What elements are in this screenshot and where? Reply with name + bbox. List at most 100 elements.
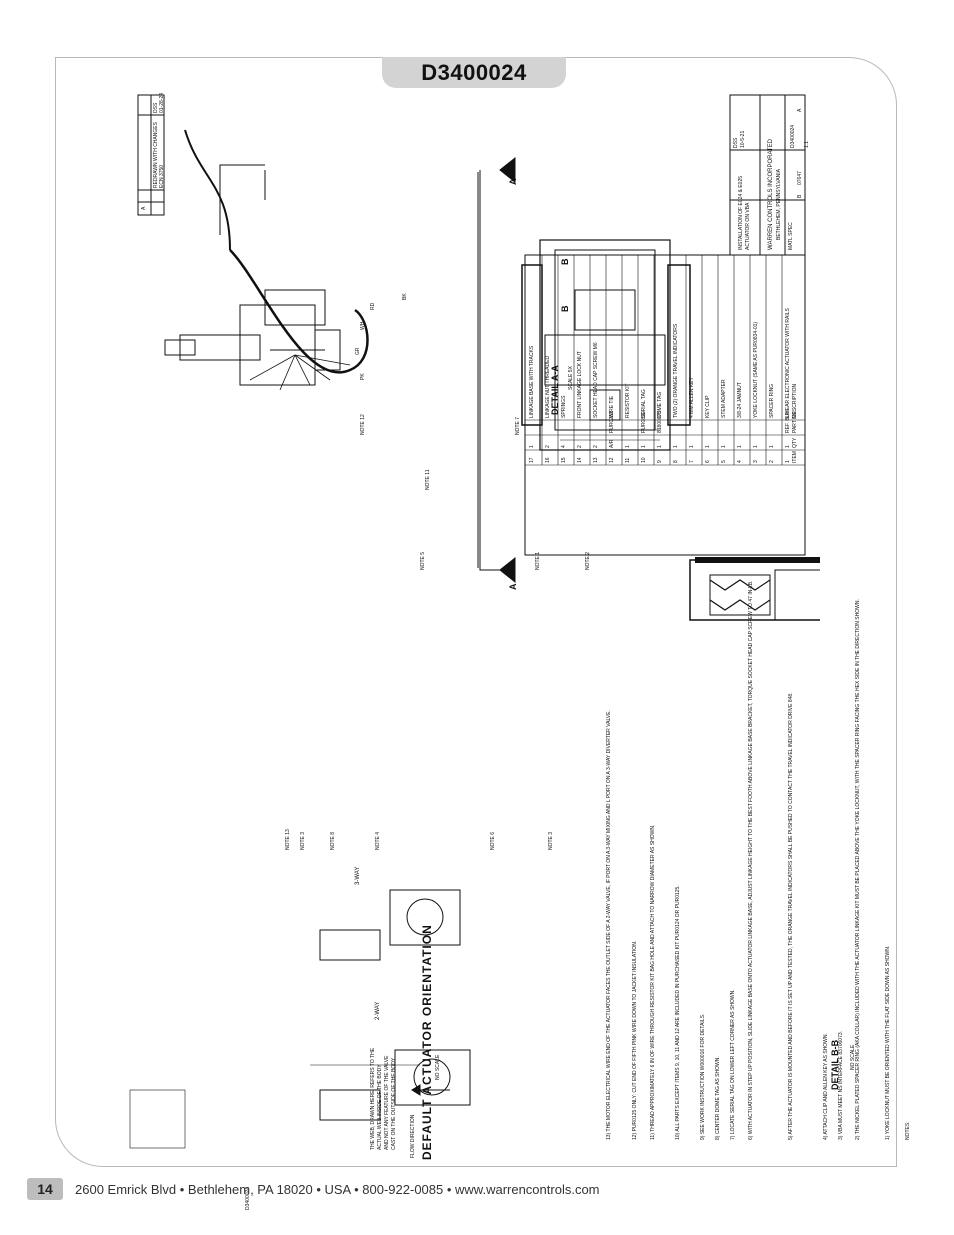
wire-label-rd: RD (370, 302, 376, 310)
part-description: YOKE LOCKNUT (SAME AS PUR0834-01) (753, 321, 759, 418)
three-way-label: 3-WAY (355, 866, 361, 885)
note-10: 10) ALL PARTS EXCEPT ITEMS 9, 10, 11 AND… (675, 885, 681, 1140)
title-block-frame (729, 94, 806, 256)
part-description: RESISTOR KIT (625, 383, 631, 418)
part-description: SOCKET HEAD CAP SCREW M6 (593, 342, 599, 418)
part-description: SERIAL TAG (641, 389, 647, 418)
flow-direction-label: FLOW DIRECTION (410, 1114, 416, 1158)
title-company-sub: BETHLEHEM, PENNSYLVANIA (776, 169, 782, 240)
note-8: 8) CENTER DOME TAG AS SHOWN. (715, 1056, 721, 1140)
part-qty: 1 (769, 445, 775, 448)
note-3: 3) VBA MUST MEET NS INTERFACE 83706073. (838, 1030, 844, 1140)
callout-note-6: NOTE 6 (490, 831, 496, 850)
title-drawn-by: DSS (733, 137, 739, 148)
parts-header-item: ITEM (792, 451, 798, 463)
part-item-no: 13 (593, 457, 599, 463)
title-drawing-2: ACTUATOR ON VBA (745, 202, 751, 250)
part-qty: 1 (753, 445, 759, 448)
web-note-3: AND NOT ANY FEATURE OF THE VALVE (384, 1055, 390, 1150)
part-item-no: 10 (641, 457, 647, 463)
part-item-no: 2 (769, 460, 775, 463)
parts-header-qty: QTY (792, 437, 798, 448)
title-scale: 1:1 (804, 141, 810, 148)
wire-label-pk: PK (360, 373, 366, 380)
part-qty: 1 (785, 445, 791, 448)
web-note-4: CAST ON THE OUTSIDE OF THE BODY. (391, 1057, 397, 1150)
callout-note-3b: NOTE 3 (548, 831, 554, 850)
section-b-label-1: B (560, 305, 570, 313)
note-4: 4) ATTACH CLIP AND ALLEN KEY AS SHOWN. (823, 1033, 829, 1140)
part-description: STEM ADAPTER (721, 379, 727, 418)
part-item-no: 3 (753, 460, 759, 463)
callout-note-1: NOTE 1 (535, 551, 541, 570)
parts-header-desc: DESCRIPTION (792, 383, 798, 418)
parts-list-frame (524, 254, 806, 556)
part-item-no: 9 (657, 460, 663, 463)
note-13-callout: NOTE 13 (285, 829, 291, 850)
wire-label-gr: GR (355, 347, 361, 356)
section-a-label-2: A (508, 178, 518, 186)
part-qty: 1 (641, 445, 647, 448)
part-description: KEY CLIP (705, 395, 711, 418)
note-9: 9) SEE WORK INSTRUCTION W000016 FOR DETA… (700, 1013, 706, 1140)
part-description: LINKAGE BASE WITH TRACKS (529, 345, 535, 418)
engineering-drawing: DEFAULT ACTUATOR ORIENTATION NO SCALE 2-… (120, 90, 911, 1210)
note-13: 13) THE MOTOR ELECTRICAL WIRE END OF THE… (606, 710, 612, 1140)
page-frame (55, 57, 897, 1167)
page-footer: 14 2600 Emrick Blvd • Bethlehem, PA 1802… (27, 1178, 600, 1200)
page-number-badge: 14 (27, 1178, 63, 1200)
rev-row: A (141, 206, 147, 210)
title-dwg-no: D3400024 (790, 124, 796, 148)
part-qty: 1 (705, 445, 711, 448)
part-description: LINKAGE NUT THREADED (545, 355, 551, 418)
wire-label-wh: WH (360, 321, 366, 330)
part-qty: 2 (593, 445, 599, 448)
part-item-no: 7 (689, 460, 695, 463)
part-item-no: 17 (529, 457, 535, 463)
part-item-no: 5 (721, 460, 727, 463)
title-company: WARREN CONTROLS INCORPORATED (768, 138, 774, 250)
title-rev: A (797, 108, 803, 112)
part-item-no: 4 (737, 460, 743, 463)
callout-note-11: NOTE 11 (425, 469, 431, 490)
part-description: TWO (2) ORANGE TRAVEL INDICATORS (673, 323, 679, 418)
part-qty: A/R (609, 439, 615, 448)
section-b-label-2: B (560, 258, 570, 266)
title-drawn-date: 10-5-21 (740, 130, 746, 148)
part-description: FRONT LINKAGE LOCK NUT (577, 351, 583, 418)
part-qty: 1 (657, 445, 663, 448)
part-description: WIRE TIE (609, 395, 615, 418)
part-qty: 1 (673, 445, 679, 448)
section-a-label-1: A (508, 583, 518, 591)
notes-header: NOTES: (905, 1121, 911, 1140)
part-item-no: 15 (561, 457, 567, 463)
part-item-no: 16 (545, 457, 551, 463)
callout-note-5: NOTE 5 (420, 551, 426, 570)
note-11: 11) THREAD APPROXIMATELY 6 IN OF WIRE TH… (650, 824, 656, 1140)
rev-ecn: ECN 3750 (159, 164, 165, 188)
title-size: B (797, 194, 803, 198)
part-item-no: 1 (785, 460, 791, 463)
part-qty: 1 (689, 445, 695, 448)
callout-note-8: NOTE 8 (330, 831, 336, 850)
part-item-no: 8 (673, 460, 679, 463)
part-description: DOME TAG (657, 391, 663, 418)
callout-note-4: NOTE 4 (375, 831, 381, 850)
footer-address: 2600 Emrick Blvd • Bethlehem, PA 18020 •… (75, 1181, 600, 1197)
default-orientation-title: DEFAULT ACTUATOR ORIENTATION (420, 924, 434, 1160)
callout-note-3: NOTE 3 (300, 831, 306, 850)
note-6: 6) WITH ACTUATOR IN STEP UP POSITION, SL… (748, 580, 754, 1141)
callout-note-7: NOTE 7 (515, 416, 521, 435)
part-qty: 2 (577, 445, 583, 448)
web-note-1: THE WEB, DRAWN HERE, REFERS TO THE (370, 1047, 376, 1150)
wire-label-bk: BK (402, 293, 408, 300)
note-12: 12) PUR0125 ONLY: CUT END OF FIFTH PINK … (632, 940, 638, 1140)
page-title: D3400024 (421, 59, 527, 85)
part-qty: 4 (561, 445, 567, 448)
callout-note-2: NOTE 2 (585, 551, 591, 570)
note-1: 1) YOKE LOCKNUT MUST BE ORIENTED WITH TH… (885, 945, 891, 1140)
note-7: 7) LOCATE SERIAL TAG ON LOWER LEFT CORNE… (730, 989, 736, 1140)
part-description: SPRINGS (561, 395, 567, 418)
part-qty: 1 (737, 445, 743, 448)
detail-aa-scale: SCALE 5X (568, 366, 574, 390)
